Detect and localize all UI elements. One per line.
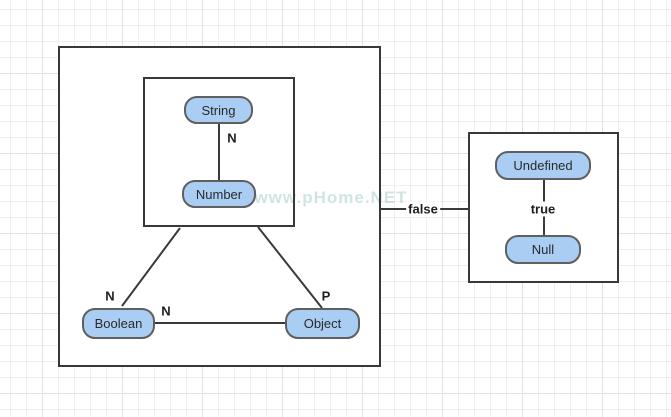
edge-label-true: true	[527, 201, 559, 217]
node-undefined[interactable]: Undefined	[495, 151, 591, 180]
edge-label-n-string-number: N	[227, 130, 237, 146]
node-object[interactable]: Object	[285, 308, 360, 339]
edge-label-p-object: P	[321, 288, 331, 304]
edge-inner-boolean[interactable]	[121, 227, 181, 307]
edge-label-n-boolean-diagonal: N	[105, 288, 115, 304]
edge-label-n-boolean-object: N	[161, 303, 171, 319]
edge-label-false: false	[406, 201, 440, 217]
right-container[interactable]	[468, 132, 619, 283]
watermark-text: www.pHome.NET	[254, 188, 408, 207]
node-string[interactable]: String	[184, 96, 253, 124]
inner-container[interactable]	[143, 77, 295, 227]
node-null[interactable]: Null	[505, 235, 581, 264]
node-number[interactable]: Number	[182, 180, 256, 208]
outer-container[interactable]	[58, 46, 381, 367]
edge-inner-object[interactable]	[257, 226, 323, 309]
node-boolean[interactable]: Boolean	[82, 308, 155, 339]
